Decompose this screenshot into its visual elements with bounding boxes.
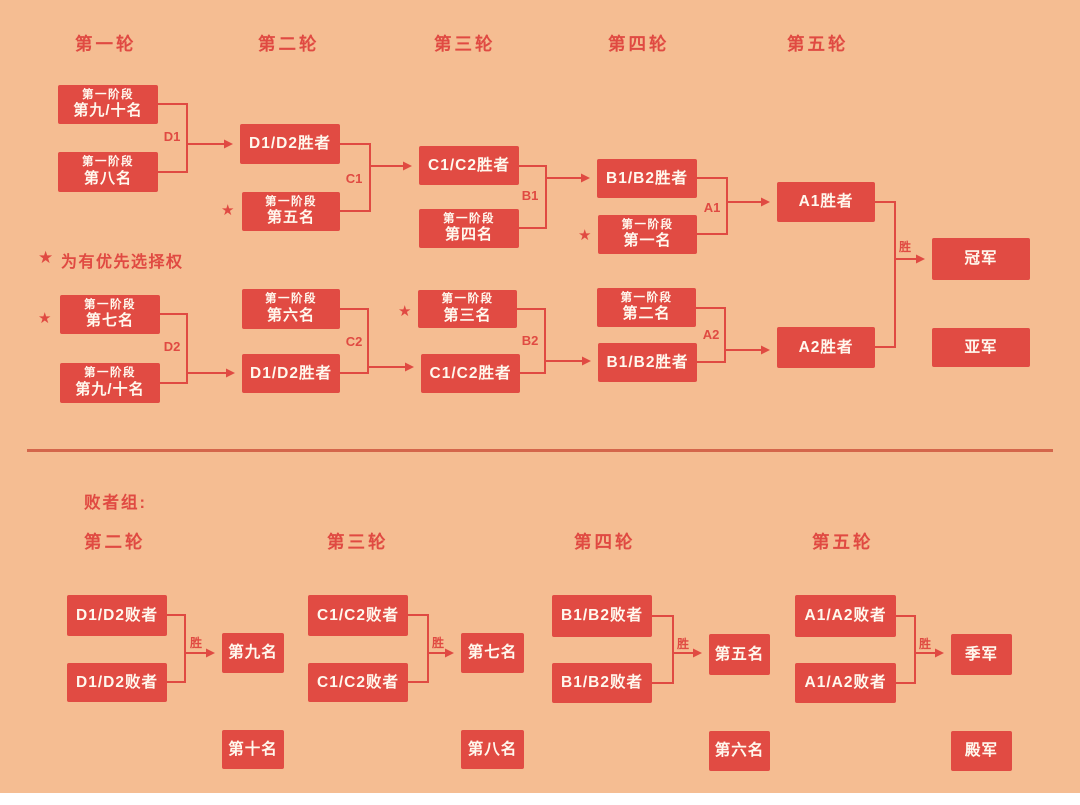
top-round-4-header: 第四轮 <box>608 34 670 54</box>
c1c2-loser-box-2: C1/C2败者 <box>308 663 408 702</box>
place-4-box: 殿军 <box>951 731 1012 771</box>
place-8-box: 第八名 <box>461 730 524 769</box>
a1a2-loser-box-2: A1/A2败者 <box>795 663 896 703</box>
d1d2-loser-box-1: D1/D2败者 <box>67 595 167 636</box>
priority-star-icon: ★ <box>398 303 412 320</box>
c1c2-winner-box-b: C1/C2胜者 <box>421 354 520 393</box>
bottom-round-4-header: 第四轮 <box>574 532 636 552</box>
seed-label: 第四名 <box>444 226 493 244</box>
legend-text: 为有优先选择权 <box>61 254 184 271</box>
stage-label: 第一阶段 <box>82 156 134 169</box>
priority-star-icon: ★ <box>221 202 235 219</box>
bottom-round-3-header: 第三轮 <box>327 532 389 552</box>
stage-label: 第一阶段 <box>82 88 134 101</box>
seed-box-7: 第一阶段 第七名 <box>60 295 160 334</box>
a1-winner-box: A1胜者 <box>777 182 875 222</box>
top-round-5-header: 第五轮 <box>787 34 849 54</box>
d1d2-winner-box-b: D1/D2胜者 <box>242 354 340 393</box>
bottom-round-5-header: 第五轮 <box>812 532 874 552</box>
runner-up-box: 亚军 <box>932 328 1030 367</box>
place-3-box: 季军 <box>951 634 1012 675</box>
seed-label: 第六名 <box>266 306 315 324</box>
stage-label: 第一阶段 <box>620 291 673 304</box>
win-label: 胜 <box>190 636 203 650</box>
match-label-c2: C2 <box>345 334 363 349</box>
b1b2-winner-box: B1/B2胜者 <box>597 159 697 198</box>
c1c2-winner-box: C1/C2胜者 <box>419 146 519 185</box>
seed-box-3: 第一阶段 第三名 <box>418 290 517 328</box>
place-9-box: 第九名 <box>222 633 284 673</box>
c1c2-loser-box-1: C1/C2败者 <box>308 595 408 636</box>
d1d2-loser-box-2: D1/D2败者 <box>67 663 167 702</box>
seed-label: 第二名 <box>622 305 671 323</box>
section-divider <box>27 449 1053 452</box>
seed-label: 第一名 <box>623 232 672 250</box>
stage-label: 第一阶段 <box>265 195 317 208</box>
stage-label: 第一阶段 <box>84 367 136 380</box>
stage-label: 第一阶段 <box>441 293 494 306</box>
stage-label: 第一阶段 <box>443 212 495 225</box>
seed-label: 第七名 <box>85 312 134 330</box>
win-label-final: 胜 <box>899 240 912 254</box>
b1b2-winner-box-b: B1/B2胜者 <box>598 343 697 382</box>
win-label: 胜 <box>919 637 932 651</box>
seed-box-8: 第一阶段 第八名 <box>58 152 158 192</box>
place-5-box: 第五名 <box>709 634 770 675</box>
seed-box-9-10: 第一阶段 第九/十名 <box>58 85 158 124</box>
seed-box-2: 第一阶段 第二名 <box>597 288 696 327</box>
place-10-box: 第十名 <box>222 730 284 769</box>
seed-box-6: 第一阶段 第六名 <box>242 289 340 329</box>
seed-label: 第五名 <box>266 209 315 227</box>
top-round-1-header: 第一轮 <box>75 34 137 54</box>
seed-label: 第九/十名 <box>73 102 143 120</box>
win-label: 胜 <box>677 637 690 651</box>
place-6-box: 第六名 <box>709 731 770 771</box>
win-label: 胜 <box>432 636 445 650</box>
seed-box-4: 第一阶段 第四名 <box>419 209 519 248</box>
stage-label: 第一阶段 <box>265 293 317 306</box>
stage-label: 第一阶段 <box>621 218 674 231</box>
seed-box-1: 第一阶段 第一名 <box>598 215 697 254</box>
match-label-b1: B1 <box>521 188 539 203</box>
d1d2-winner-box: D1/D2胜者 <box>240 124 340 164</box>
a2-winner-box: A2胜者 <box>777 327 875 368</box>
seed-label: 第九/十名 <box>75 380 145 398</box>
seed-box-9-10-b: 第一阶段 第九/十名 <box>60 363 160 403</box>
b1b2-loser-box-2: B1/B2败者 <box>552 663 652 703</box>
seed-box-5: 第一阶段 第五名 <box>242 192 340 231</box>
match-label-c1: C1 <box>345 171 363 186</box>
seed-label: 第三名 <box>443 306 492 324</box>
priority-star-icon: ★ <box>38 310 52 327</box>
bottom-round-2-header: 第二轮 <box>84 532 146 552</box>
match-label-a1: A1 <box>703 200 721 215</box>
priority-star-icon: ★ <box>578 227 592 244</box>
losers-group-title: 败者组: <box>84 494 147 512</box>
seed-label: 第八名 <box>83 169 132 187</box>
match-label-d1: D1 <box>163 129 181 144</box>
match-label-d2: D2 <box>163 339 181 354</box>
place-7-box: 第七名 <box>461 633 524 673</box>
champion-box: 冠军 <box>932 238 1030 280</box>
stage-label: 第一阶段 <box>84 298 136 311</box>
a1a2-loser-box-1: A1/A2败者 <box>795 595 896 637</box>
top-round-2-header: 第二轮 <box>258 34 320 54</box>
top-round-3-header: 第三轮 <box>434 34 496 54</box>
match-label-b2: B2 <box>521 333 539 348</box>
b1b2-loser-box-1: B1/B2败者 <box>552 595 652 637</box>
legend-star-icon: ★ <box>38 248 54 267</box>
match-label-a2: A2 <box>702 327 720 342</box>
